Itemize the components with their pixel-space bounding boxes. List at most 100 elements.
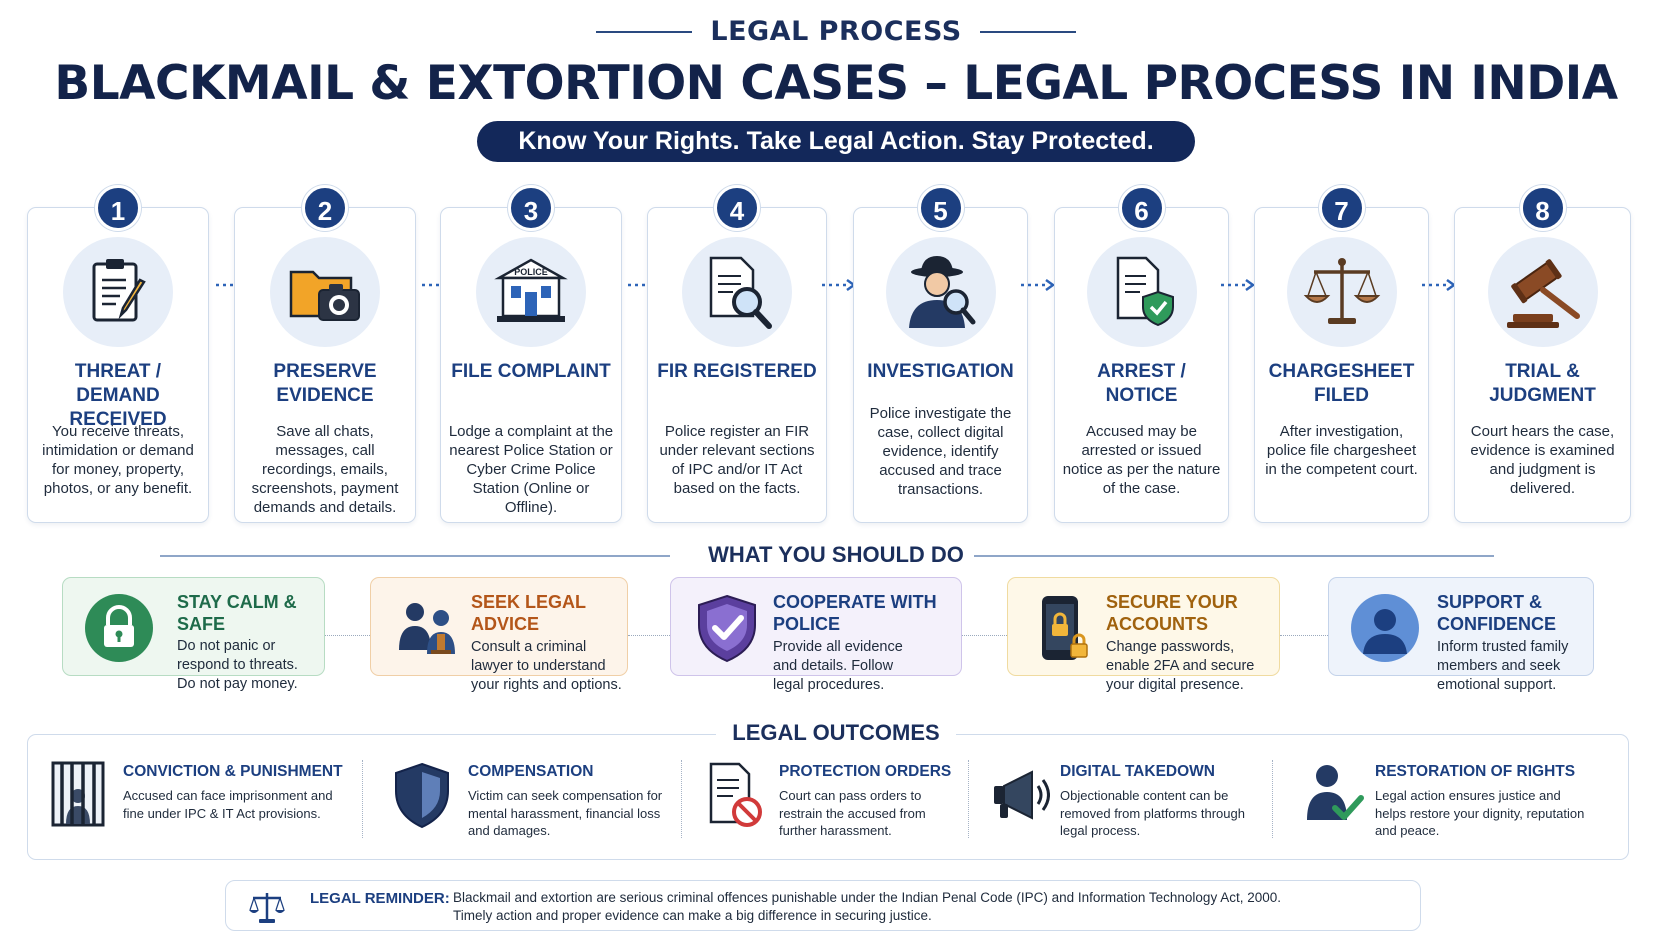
step-number: 6 (1118, 185, 1165, 231)
phone-lock-icon (1042, 596, 1088, 660)
outcome-digital-takedown: DIGITAL TAKEDOWN Objectionable content c… (990, 760, 1270, 842)
person-support-icon (1351, 594, 1419, 662)
step-description: After investigation, police file charges… (1265, 423, 1418, 478)
step-title: FIR REGISTERED (657, 361, 817, 382)
document-prohibited-icon (709, 762, 762, 827)
step-title: THREAT / DEMAND RECEIVED (69, 361, 167, 430)
scales-icon (249, 893, 285, 923)
outcome-title: CONVICTION & PUNISHMENT (123, 763, 343, 780)
person-check-icon (1307, 765, 1364, 820)
advice-card-stay-calm: STAY CALM & SAFE Do not panic or respond… (62, 577, 325, 692)
advice-description: Provide all evidence and details. Follow… (773, 639, 903, 693)
advice-title: SEEK LEGAL ADVICE (471, 592, 586, 634)
folder-camera-icon (270, 237, 380, 347)
outcome-compensation: COMPENSATION Victim can seek compensatio… (392, 760, 682, 842)
step-card-6: 6 ARREST / NOTICE Accused may be arreste… (1054, 185, 1229, 523)
prison-bars-icon (51, 761, 105, 827)
document-shield-icon (1086, 237, 1197, 347)
step-number: 4 (714, 185, 760, 231)
advice-title: COOPERATE WITH POLICE (773, 592, 937, 634)
kicker-rule-right (979, 30, 1076, 33)
advice-description: Change passwords, enable 2FA and secure … (1106, 639, 1255, 693)
outcome-conviction: CONVICTION & PUNISHMENT Accused can face… (50, 760, 360, 842)
kicker-text: LEGAL PROCESS (710, 16, 962, 47)
outcome-description: Victim can seek compensation for mental … (468, 788, 663, 838)
advice-title: SUPPORT & CONFIDENCE (1437, 592, 1557, 634)
step-number: 8 (1519, 185, 1566, 231)
page-title: BLACKMAIL & EXTORTION CASES – LEGAL PROC… (54, 56, 1618, 111)
step-description: Police investigate the case, collect dig… (869, 405, 1012, 498)
outcome-description: Court can pass orders to restrain the ac… (779, 788, 926, 838)
kicker-rule-left (596, 30, 693, 33)
outcome-title: DIGITAL TAKEDOWN (1060, 763, 1215, 780)
step-number: 7 (1318, 185, 1365, 231)
advice-title: STAY CALM & SAFE (177, 592, 297, 634)
step-description: Court hears the case, evidence is examin… (1470, 423, 1615, 497)
step-title: CHARGESHEET FILED (1268, 361, 1415, 406)
connector-line (962, 635, 1007, 636)
advice-description: Consult a criminal lawyer to understand … (471, 639, 622, 693)
reminder-label: LEGAL REMINDER: (310, 890, 450, 907)
connector-line (325, 635, 370, 636)
outcome-description: Objectionable content can be removed fro… (1060, 788, 1245, 838)
police-sign-text: POLICE (514, 267, 548, 277)
tagline-banner: Know Your Rights. Take Legal Action. Sta… (477, 121, 1195, 162)
outcome-description: Legal action ensures justice and helps r… (1375, 788, 1585, 838)
outcome-divider (1272, 760, 1273, 838)
step-card-2: 2 PRESERVE EVIDENCE Save all chats, mess… (234, 185, 416, 523)
step-title: TRIAL & JUDGMENT (1489, 361, 1596, 406)
reminder-text: Blackmail and extortion are serious crim… (453, 889, 1281, 925)
step-title: ARREST / NOTICE (1097, 361, 1186, 406)
arrow-icon (1021, 278, 1056, 292)
step-description: You receive threats, intimidation or dem… (42, 423, 194, 497)
advice-card-legal-advice: SEEK LEGAL ADVICE Consult a criminal law… (370, 577, 628, 693)
step-description: Accused may be arrested or issued notice… (1062, 423, 1221, 497)
step-card-3: 3 POLICE FILE COMPLAINT Lodge a complain… (440, 185, 622, 523)
scales-icon (1286, 237, 1397, 347)
step-description: Police register an FIR under relevant se… (659, 423, 815, 497)
padlock-icon (85, 594, 153, 662)
step-number: 1 (95, 185, 141, 231)
detective-icon (885, 237, 996, 347)
gavel-icon (1487, 237, 1598, 347)
advice-heading: WHAT YOU SHOULD DO (0, 542, 1672, 568)
step-card-7: 7 CHARGESHEET FILED After investigation,… (1254, 185, 1429, 523)
clipboard-pencil-icon (63, 237, 173, 347)
step-title: INVESTIGATION (867, 361, 1014, 382)
step-title: PRESERVE EVIDENCE (273, 361, 377, 406)
shield-check-icon (698, 594, 756, 663)
outcome-divider (681, 760, 682, 838)
advice-card-cooperate: COOPERATE WITH POLICE Provide all eviden… (670, 577, 962, 693)
outcome-divider (362, 760, 363, 838)
police-station-icon: POLICE (476, 237, 586, 347)
connector-line (1280, 635, 1328, 636)
outcome-title: COMPENSATION (468, 763, 594, 780)
arrow-icon (1422, 278, 1457, 292)
outcome-title: RESTORATION OF RIGHTS (1375, 763, 1576, 780)
step-card-5: 5 INVESTIGATION Police investigate the c… (853, 185, 1028, 523)
outcome-title: PROTECTION ORDERS (779, 763, 952, 780)
step-description: Lodge a complaint at the nearest Police … (448, 423, 614, 516)
step-number: 3 (508, 185, 554, 231)
legal-reminder: LEGAL REMINDER: Blackmail and extortion … (225, 880, 1421, 931)
step-card-8: 8 TRIAL & JUDGMENT Court hears the case,… (1454, 185, 1631, 523)
reminder-line-1: Blackmail and extortion are serious crim… (453, 890, 1281, 905)
step-description: Save all chats, messages, call recording… (251, 423, 399, 516)
advice-description: Inform trusted family members and seek e… (1437, 639, 1569, 693)
step-card-1: 1 THREAT / DEMAND RECEIVED You receive t… (27, 185, 209, 523)
megaphone-icon (994, 770, 1050, 820)
lawyer-client-icon (399, 603, 455, 654)
outcome-protection-orders: PROTECTION ORDERS Court can pass orders … (707, 760, 967, 842)
shield-icon (395, 762, 449, 829)
advice-description: Do not panic or respond to threats. Do n… (177, 638, 298, 692)
connector-line (628, 635, 670, 636)
advice-heading-text: WHAT YOU SHOULD DO (698, 542, 974, 568)
outcome-divider (968, 760, 969, 838)
arrow-icon (1221, 278, 1256, 292)
advice-card-support: SUPPORT & CONFIDENCE Inform trusted fami… (1328, 577, 1594, 693)
outcome-restoration: RESTORATION OF RIGHTS Legal action ensur… (1305, 760, 1605, 842)
step-number: 2 (302, 185, 348, 231)
kicker: LEGAL PROCESS (0, 16, 1672, 47)
document-magnifier-icon (682, 237, 792, 347)
outcomes-heading-text: LEGAL OUTCOMES (716, 720, 956, 746)
